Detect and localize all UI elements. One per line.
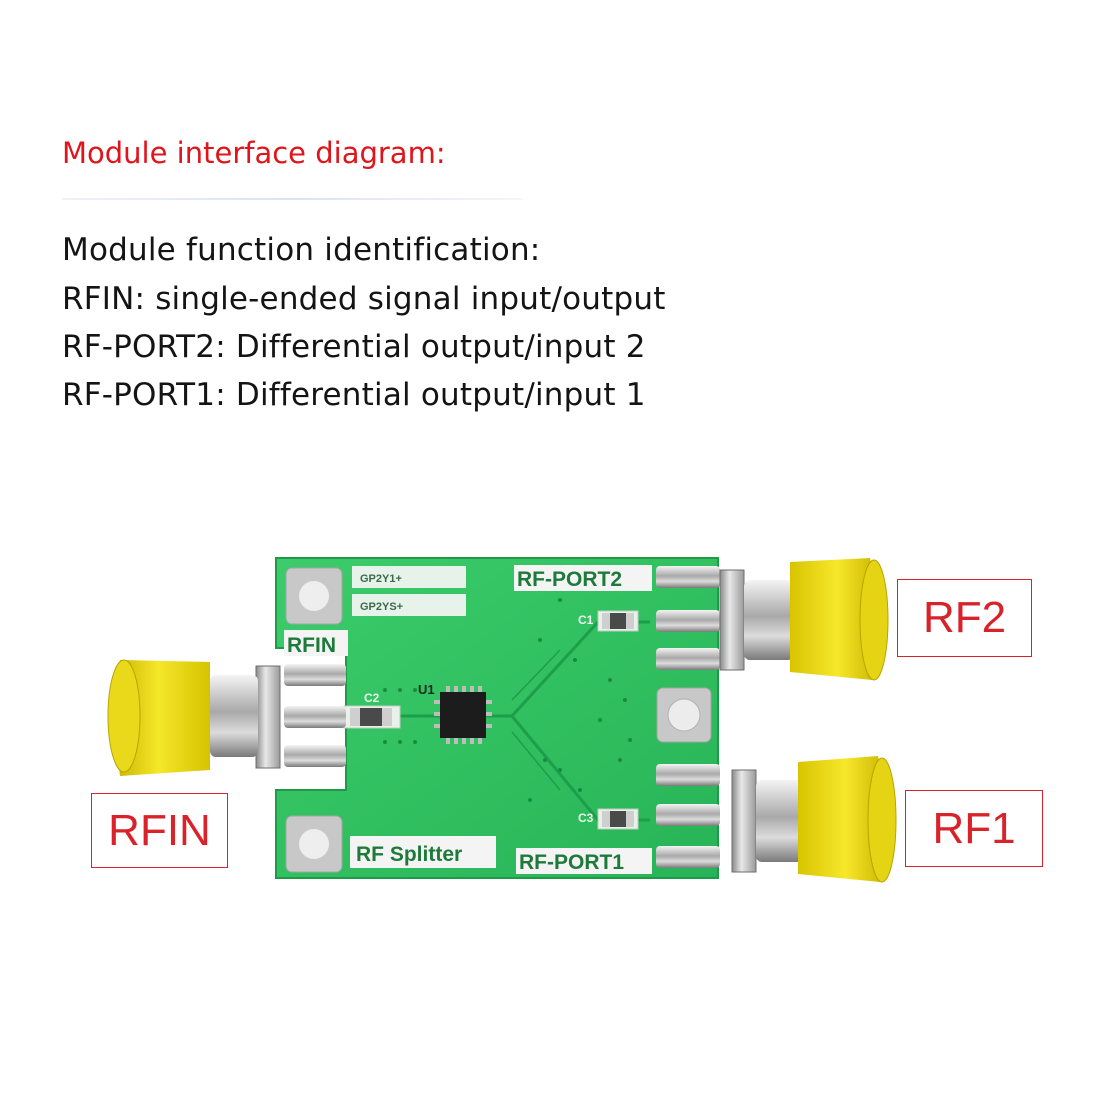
silk-cap-c2: C2 xyxy=(364,691,380,705)
capacitor-c3 xyxy=(597,808,639,830)
capacitor-c2 xyxy=(343,705,401,729)
silk-chip-label-2: GP2YS+ xyxy=(360,601,403,613)
silk-cap-c1: C1 xyxy=(578,613,594,627)
silk-port1-box xyxy=(516,848,652,874)
silk-chip-label-1: GP2Y1+ xyxy=(360,573,402,585)
description-line-rf-port1: RF-PORT1: Differential output/input 1 xyxy=(62,377,646,413)
silk-cap-c3: C3 xyxy=(578,811,594,825)
description-line-rf-port2: RF-PORT2: Differential output/input 2 xyxy=(62,329,646,365)
pcb-vias xyxy=(383,598,632,802)
silk-module-name-box xyxy=(350,836,496,868)
silk-rfin-box xyxy=(284,630,348,656)
mounting-hole-bottom-left xyxy=(285,815,343,873)
callout-rf1: RF1 xyxy=(905,790,1043,867)
sma-connector-rf2 xyxy=(656,558,889,681)
silk-port-rf2: RF-PORT2 xyxy=(517,568,622,591)
description-line-rfin: RFIN: single-ended signal input/output xyxy=(62,281,666,317)
silk-module-name: RF Splitter xyxy=(356,843,462,866)
sma-connector-rfin xyxy=(107,659,346,776)
capacitor-c1 xyxy=(597,610,639,632)
sma-connector-rf1 xyxy=(656,756,897,883)
silk-port2-box xyxy=(514,565,652,591)
silk-label-box-2 xyxy=(352,594,466,616)
silk-ic-ref: U1 xyxy=(418,682,435,697)
mounting-hole-top-left xyxy=(285,567,343,625)
silk-port-rf1: RF-PORT1 xyxy=(519,851,624,874)
heading: Module interface diagram: xyxy=(62,136,446,170)
silk-port-rfin: RFIN xyxy=(287,634,336,657)
mounting-hole-right xyxy=(656,687,712,743)
callout-rf2: RF2 xyxy=(897,579,1032,657)
splitter-ic xyxy=(434,686,492,744)
heading-divider xyxy=(62,198,522,200)
description-title: Module function identification: xyxy=(62,232,541,268)
callout-rfin: RFIN xyxy=(91,793,228,868)
silk-label-box-1 xyxy=(352,566,466,588)
